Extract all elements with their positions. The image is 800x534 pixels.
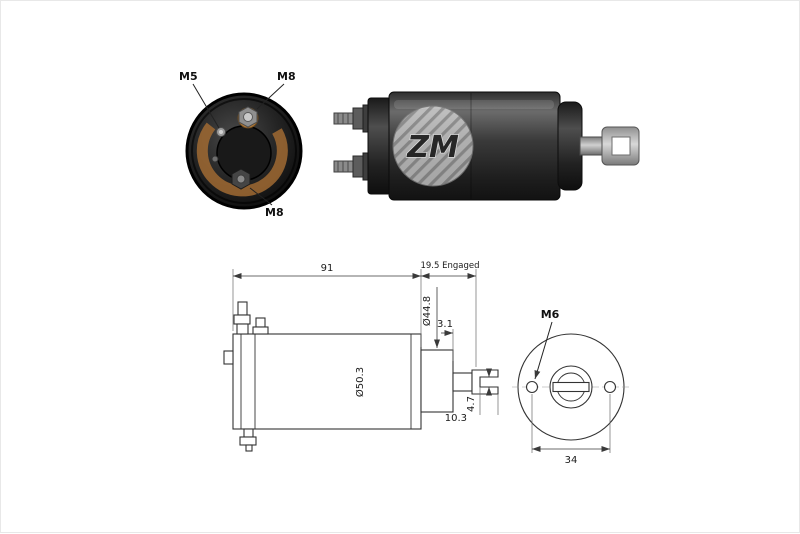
clevis-fork — [601, 126, 640, 166]
terminal-m5-stud — [211, 127, 226, 163]
plunger-housing — [420, 349, 454, 413]
m6-leader-line — [534, 321, 553, 380]
dim-overall-length: 91 — [321, 263, 334, 274]
solenoid-front-collar — [367, 97, 392, 195]
label-m8-lower: M8 — [265, 206, 284, 219]
plunger-shaft — [579, 136, 605, 156]
end-cap-rim — [191, 98, 297, 204]
shaft-slot — [552, 381, 590, 393]
mounting-hole-left — [525, 380, 539, 394]
body-highlight — [394, 100, 554, 109]
mounting-stud-lower — [333, 152, 370, 181]
dimension-drawing: 91 19.5 Engaged Ø44.8 3.1 Ø50.3 4.7 10.3 — [223, 261, 499, 452]
dim-hole-spacing: 34 — [565, 455, 578, 466]
mounting-hole-right — [603, 380, 617, 394]
solenoid-side-photo: ZM — [333, 91, 640, 201]
drawing-body — [232, 333, 422, 430]
dim-engaged-length: 19.5 Engaged — [420, 261, 479, 271]
terminal-end-photo: M5 M8 M8 — [179, 70, 303, 219]
label-m8-upper: M8 — [277, 70, 296, 83]
mounting-stud-upper — [333, 104, 370, 133]
dim-plunger-housing-diameter: Ø44.8 — [421, 296, 433, 326]
m5-leader-line — [192, 83, 220, 129]
dim-body-diameter: Ø50.3 — [354, 367, 366, 397]
drawing-left-tab — [223, 350, 234, 365]
solenoid-rear-cap — [557, 101, 583, 191]
dim-fork-slot-width: 4.7 — [466, 396, 477, 412]
dim-fork-width: 10.3 — [445, 413, 467, 424]
m8-upper-leader-line — [256, 83, 285, 110]
m8-lower-leader-line — [249, 187, 273, 206]
drawing-terminal-top — [233, 301, 269, 335]
label-m6: M6 — [541, 308, 560, 321]
drawing-terminal-bottom — [239, 428, 257, 452]
drawing-fork — [471, 369, 499, 395]
terminal-m8-upper — [237, 106, 259, 129]
brand-watermark: ZM — [392, 105, 474, 187]
terminal-m8-lower — [231, 168, 251, 190]
label-m5: M5 — [179, 70, 198, 83]
brand-watermark-text: ZM — [406, 130, 459, 165]
drawing-shaft — [452, 372, 473, 392]
flange-end-drawing: M6 34 — [512, 308, 630, 466]
dim-step: 3.1 — [437, 319, 453, 330]
copper-contact-ring — [196, 122, 288, 197]
